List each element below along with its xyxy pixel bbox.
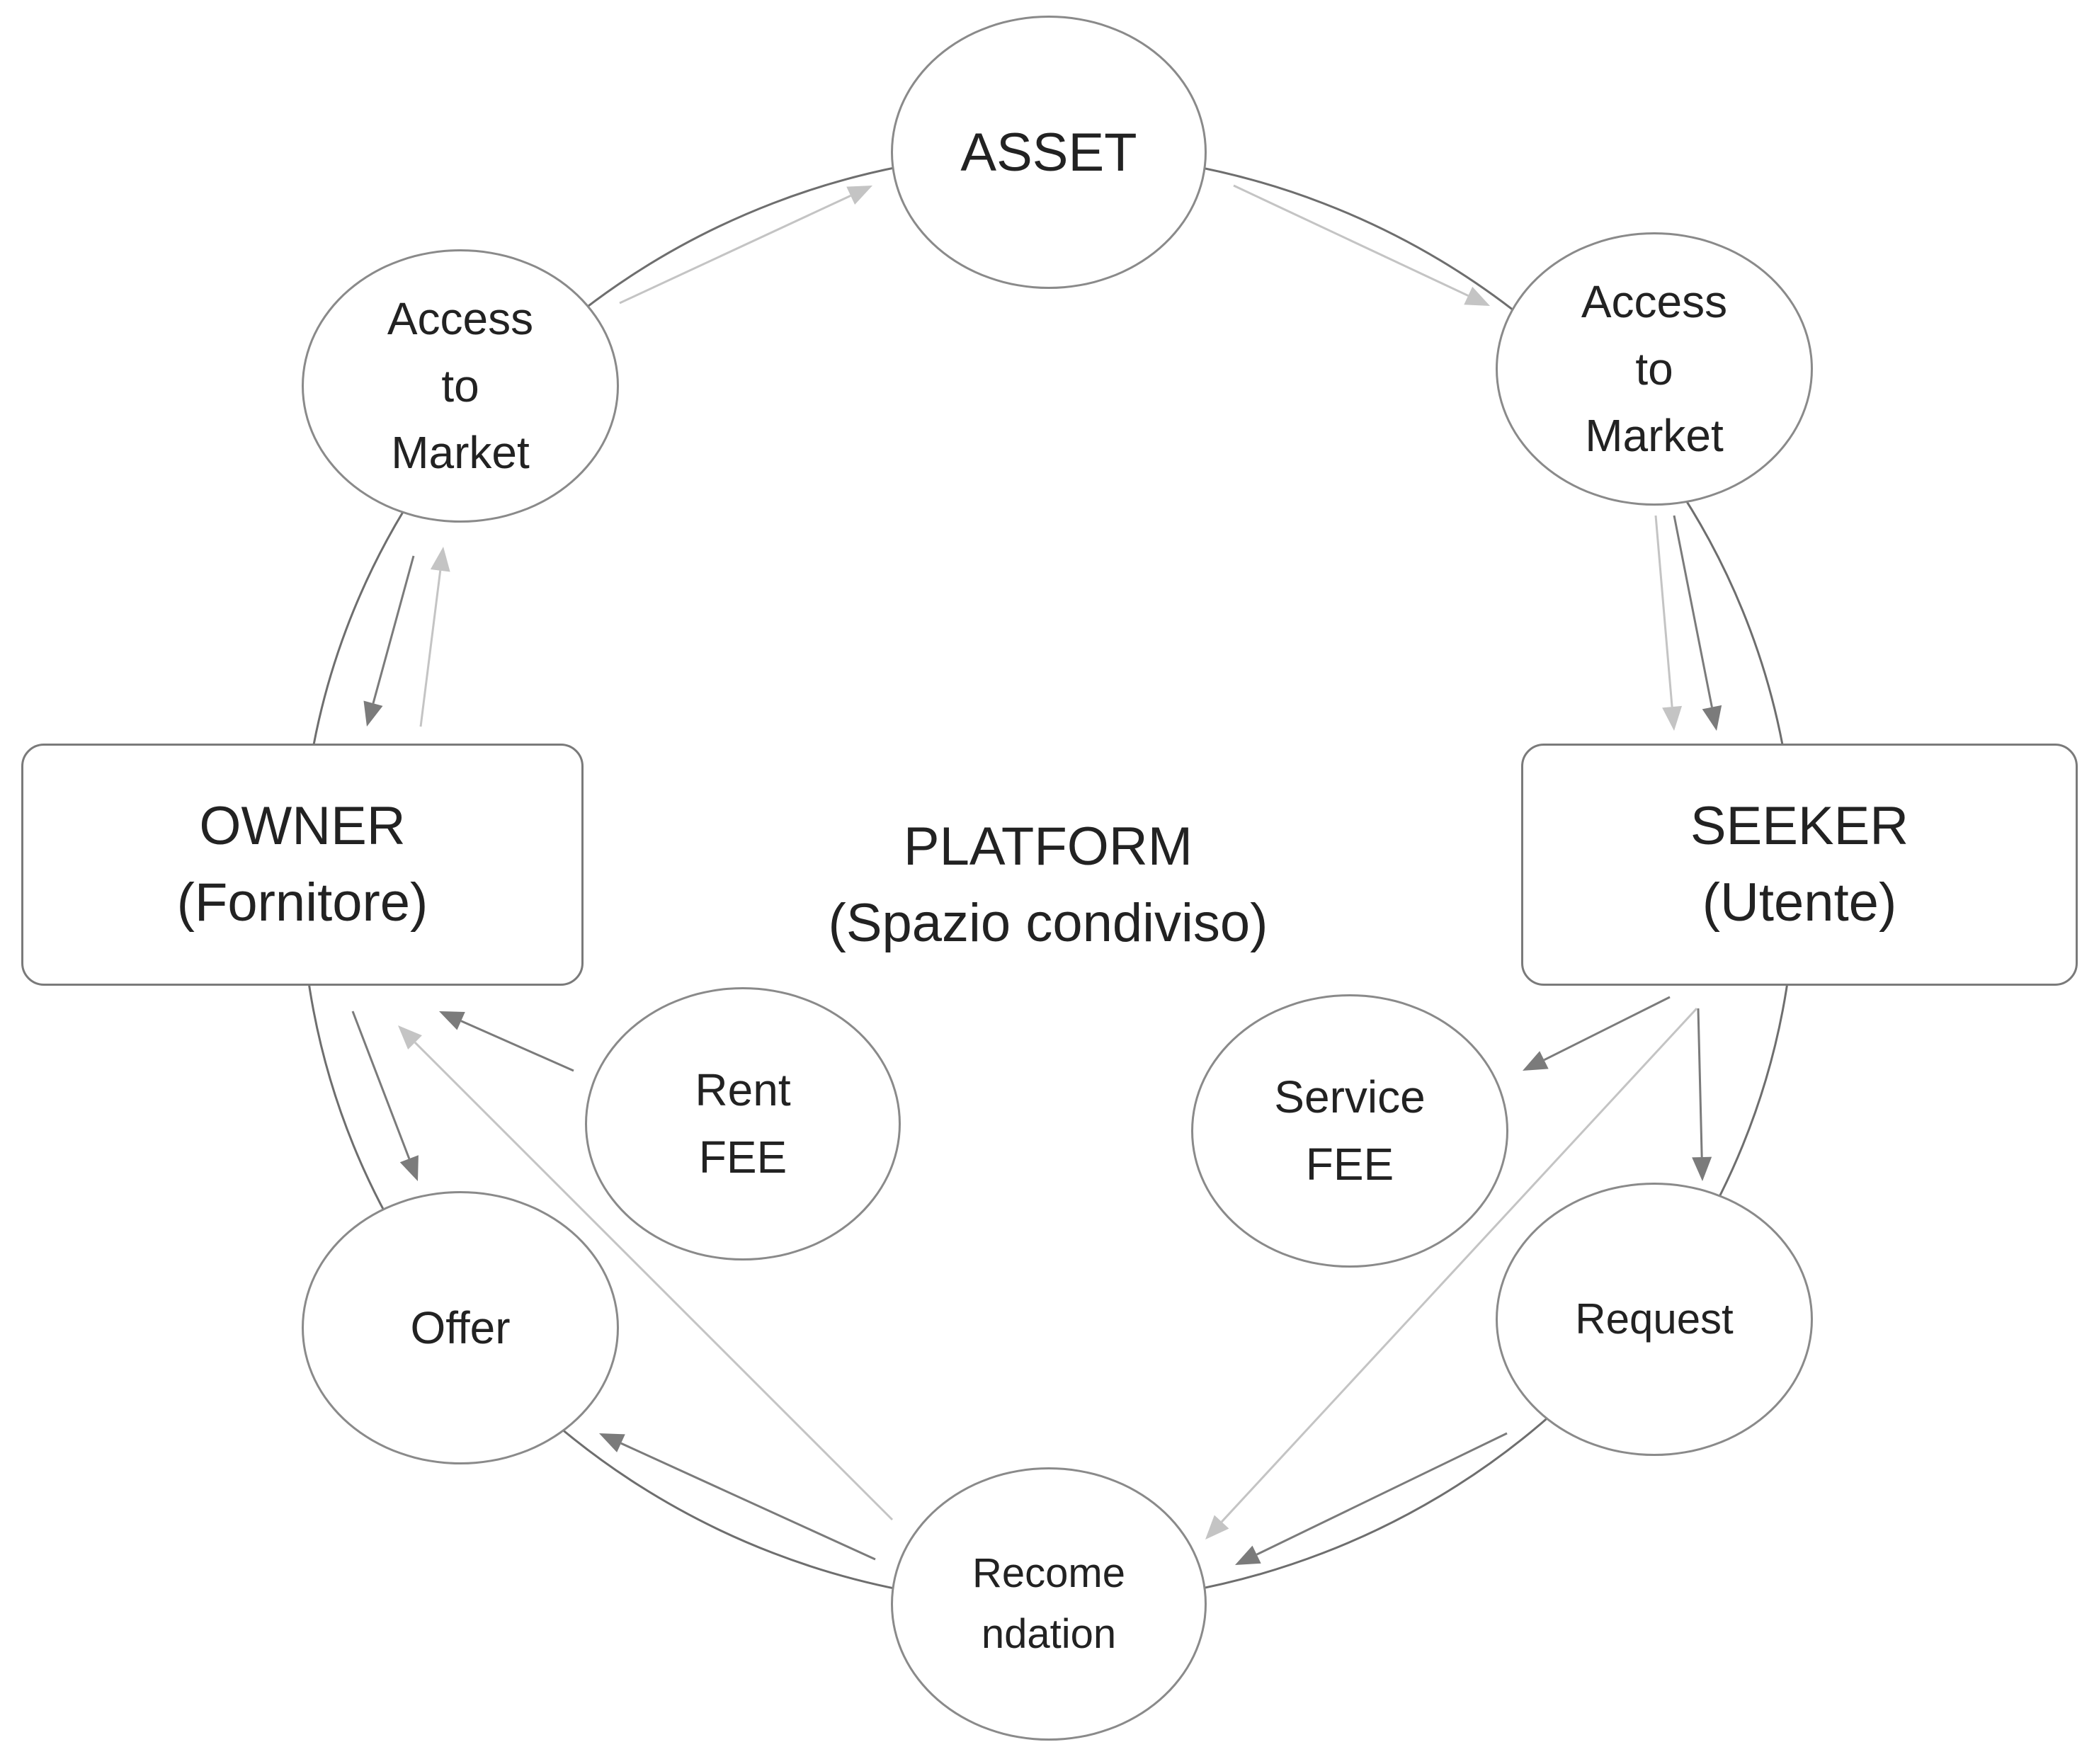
recommendation-line-2: ndation — [981, 1611, 1117, 1657]
arrow-seeker-to-request-shaft — [1697, 1008, 1703, 1158]
owner-box: OWNER (Fornitore) — [21, 744, 584, 986]
access-owner-line-3: Market — [391, 427, 530, 479]
arrow-seeker-access-to-seeker-light-shaft — [1654, 515, 1673, 707]
access-to-market-seeker-node: Access to Market — [1496, 232, 1813, 506]
seeker-box: SEEKER (Utente) — [1521, 744, 2078, 986]
seeker-line-2: (Utente) — [1702, 872, 1897, 933]
access-to-market-owner-node: Access to Market — [302, 249, 619, 523]
arrow-seeker-to-recommendation-shaft — [1220, 1007, 1698, 1523]
arrow-owner-to-owner-access-head — [430, 547, 450, 572]
arrow-owner-access-to-asset-head — [846, 186, 872, 205]
arrow-request-to-recommendation-shaft — [1256, 1432, 1508, 1556]
arrow-seeker-to-recommendation-head — [1205, 1515, 1229, 1540]
arrow-recommendation-to-offer-shaft — [620, 1442, 876, 1561]
access-owner-line-1: Access — [387, 292, 534, 344]
arrow-owner-access-to-asset — [619, 186, 872, 305]
arrow-seeker-to-recommendation — [1205, 1007, 1698, 1540]
arrow-owner-access-to-owner — [363, 555, 415, 727]
arrow-request-to-recommendation — [1235, 1432, 1508, 1565]
arrow-asset-to-seeker-access-shaft — [1233, 184, 1469, 297]
arrow-seeker-to-request — [1692, 1008, 1712, 1181]
owner-line-1: OWNER — [199, 796, 406, 857]
arrow-recommendation-to-owner-head — [398, 1025, 422, 1049]
rent-fee-node: Rent FEE — [585, 987, 901, 1261]
access-owner-line-2: to — [441, 360, 479, 411]
arrow-owner-to-offer-head — [399, 1155, 419, 1181]
recommendation-node: Recome ndation — [891, 1467, 1207, 1741]
arrow-seeker-access-to-seeker-dark — [1673, 515, 1722, 731]
arrow-asset-to-seeker-access-head — [1464, 286, 1490, 306]
access-seeker-line-3: Market — [1585, 410, 1724, 462]
arrow-seeker-to-service-fee-head — [1523, 1051, 1549, 1071]
arrow-seeker-access-to-seeker-light-head — [1662, 705, 1683, 731]
seeker-line-1: SEEKER — [1690, 796, 1909, 857]
arrow-seeker-access-to-seeker-dark-shaft — [1673, 515, 1713, 707]
service-fee-node: Service FEE — [1191, 994, 1508, 1268]
arrow-seeker-access-to-seeker-light — [1654, 515, 1683, 731]
arrow-seeker-to-service-fee — [1523, 996, 1671, 1071]
platform-line-2: (Spazio condiviso) — [828, 893, 1268, 953]
recommendation-line-1: Recome — [972, 1550, 1125, 1597]
arrow-rent-fee-to-owner-shaft — [460, 1020, 574, 1072]
offer-label: Offer — [410, 1302, 511, 1353]
access-seeker-line-2: to — [1635, 343, 1673, 394]
arrow-recommendation-to-owner-shaft — [414, 1041, 894, 1521]
request-node: Request — [1496, 1183, 1813, 1456]
asset-label: ASSET — [960, 122, 1137, 183]
arrow-rent-fee-to-owner — [439, 1011, 574, 1072]
service-fee-line-2: FEE — [1305, 1139, 1394, 1190]
offer-node: Offer — [302, 1191, 619, 1464]
arrow-asset-to-seeker-access — [1233, 184, 1490, 306]
arrow-seeker-to-request-head — [1692, 1156, 1712, 1181]
arrow-recommendation-to-offer-head — [599, 1433, 625, 1452]
arrow-owner-to-offer-shaft — [351, 1011, 411, 1159]
arrow-seeker-access-to-seeker-dark-head — [1702, 705, 1722, 731]
asset-node: ASSET — [891, 16, 1207, 289]
arrow-owner-to-owner-access-shaft — [419, 570, 442, 727]
owner-line-2: (Fornitore) — [176, 872, 428, 933]
request-label: Request — [1575, 1295, 1734, 1343]
service-fee-line-1: Service — [1274, 1071, 1426, 1123]
arrow-rent-fee-to-owner-head — [439, 1011, 465, 1030]
arrow-owner-access-to-owner-head — [363, 700, 383, 727]
arrow-owner-to-offer — [351, 1011, 419, 1181]
arrow-seeker-to-service-fee-shaft — [1543, 996, 1671, 1062]
arrow-owner-access-to-owner-shaft — [372, 555, 415, 704]
arrow-recommendation-to-offer — [599, 1433, 876, 1561]
platform-label: PLATFORM (Spazio condiviso) — [729, 800, 1367, 970]
arrow-request-to-recommendation-head — [1235, 1545, 1261, 1565]
rent-fee-line-2: FEE — [698, 1132, 787, 1183]
platform-line-1: PLATFORM — [903, 816, 1193, 877]
arrow-owner-access-to-asset-shaft — [619, 194, 851, 305]
arrow-recommendation-to-owner — [398, 1025, 894, 1521]
rent-fee-line-1: Rent — [695, 1064, 791, 1116]
access-seeker-line-1: Access — [1581, 275, 1728, 327]
arrow-owner-to-owner-access — [419, 547, 450, 727]
arrows-group — [351, 184, 1722, 1565]
